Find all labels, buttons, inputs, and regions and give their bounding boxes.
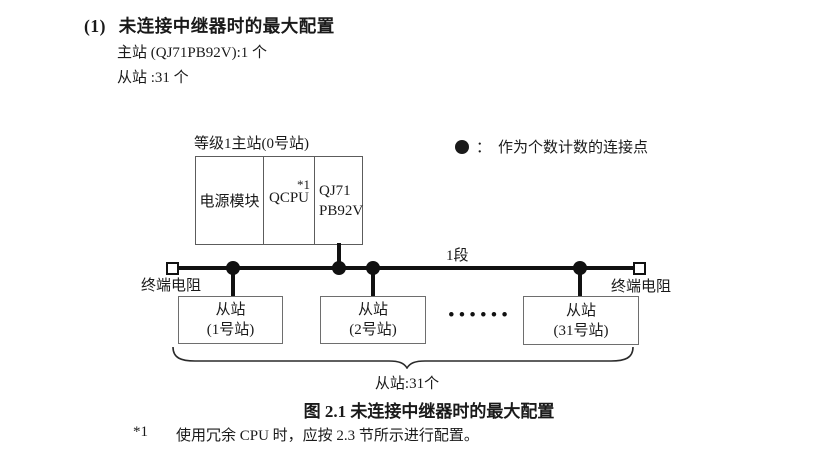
right-terminator-icon — [633, 262, 646, 275]
slave1-drop-line — [231, 268, 235, 296]
slave1-line1: 从站 — [215, 302, 246, 318]
slave2-line1: 从站 — [357, 302, 388, 318]
pb-module-line1: QJ71 — [319, 182, 351, 199]
section-heading: (1) 未连接中继器时的最大配置 — [84, 13, 335, 38]
slave2-line2: (2号站) — [349, 322, 397, 338]
connection-point-dot — [226, 261, 240, 275]
power-module-cell: 电源模块 — [196, 157, 264, 244]
pb-module-line2: PB92V — [319, 202, 364, 219]
slave-count-line: 从站 :31 个 — [117, 70, 189, 86]
slave-station-2-box: 从站 (2号站) — [320, 296, 426, 344]
legend-colon: ： — [476, 140, 492, 156]
slaves-underbrace — [172, 346, 634, 369]
left-terminator-label: 终端电阻 — [141, 278, 202, 294]
power-module-label: 电源模块 — [199, 194, 260, 210]
master-station-label: 等级1主站(0号站) — [194, 136, 309, 152]
master-drop-line — [337, 243, 341, 268]
connection-point-dot — [573, 261, 587, 275]
master-station-box: 电源模块 *1 QCPU QJ71 PB92V — [195, 156, 363, 245]
legend: ： 作为个数计数的连接点 — [455, 136, 648, 157]
section-title: 未连接中继器时的最大配置 — [118, 16, 335, 36]
footnote-marker: *1 — [133, 424, 148, 440]
slave31-line1: 从站 — [565, 302, 596, 319]
connection-point-dot — [332, 261, 346, 275]
slave-station-1-box: 从站 (1号站) — [178, 296, 283, 344]
footnote-text: 使用冗余 CPU 时，应按 2.3 节所示进行配置。 — [176, 428, 479, 444]
slave31-line2: (31号站) — [553, 322, 609, 339]
left-terminator-icon — [166, 262, 179, 275]
cpu-label: QCPU — [269, 190, 310, 206]
brace-label: 从站:31个 — [374, 376, 440, 392]
figure-caption: 图 2.1 未连接中继器时的最大配置 — [303, 402, 555, 421]
right-terminator-label: 终端电阻 — [611, 279, 672, 295]
pb-module-cell: QJ71 PB92V — [315, 157, 364, 244]
cpu-cell: *1 QCPU — [264, 157, 315, 244]
legend-text: 作为个数计数的连接点 — [498, 140, 649, 156]
slave-station-31-box: 从站 (31号站) — [523, 296, 639, 345]
cpu-footnote-ref: *1 — [297, 177, 310, 192]
slave2-drop-line — [371, 268, 375, 296]
master-count-line: 主站 (QJ71PB92V):1 个 — [117, 45, 268, 61]
connection-point-icon — [455, 139, 469, 154]
section-number: (1) — [84, 16, 106, 36]
bus-line — [178, 266, 634, 270]
segment-label: 1段 — [446, 248, 469, 264]
ellipsis-dots: •••••• — [448, 305, 512, 326]
connection-point-dot — [366, 261, 380, 275]
slave31-drop-line — [578, 268, 582, 296]
slave1-line2: (1号站) — [206, 322, 255, 338]
